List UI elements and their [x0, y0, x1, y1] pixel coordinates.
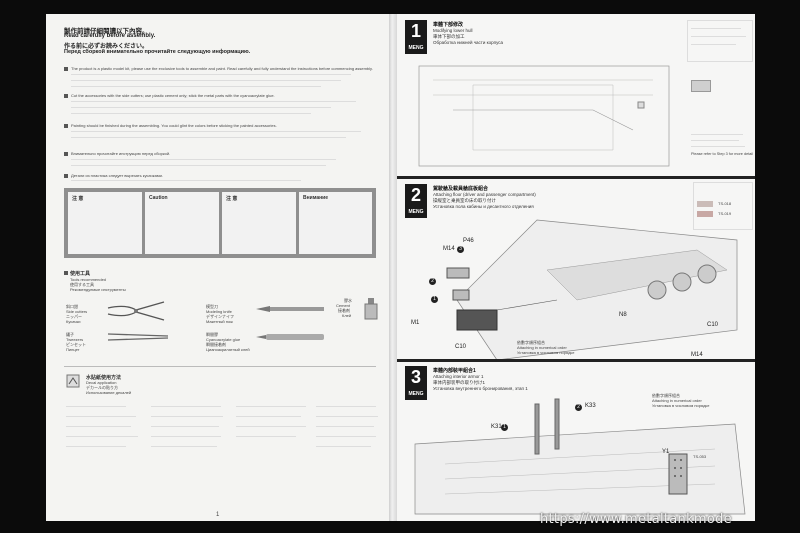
- bullet-icon: [64, 67, 68, 71]
- caution-col-ja: 注 意: [222, 192, 296, 254]
- bullet-icon: [64, 94, 68, 98]
- right-page: 1 MENG 車體下部修改 Modifying lower hull 車体下部の…: [397, 14, 755, 521]
- part-label: C10: [707, 322, 719, 328]
- instruction-item: Внимательно прочитайте инструкцию перед …: [71, 151, 171, 156]
- caution-col-ru: Внимание: [299, 192, 372, 254]
- caution-col-zh: 注 意: [68, 192, 142, 254]
- step-number: 1: [405, 20, 427, 54]
- heading-ja: 作る前に必ずお読みください。: [64, 44, 149, 50]
- ca-glue-icon: [256, 334, 324, 340]
- part-label: K33: [585, 403, 596, 409]
- part-label: M14: [443, 246, 455, 252]
- watermark-url: https://www.metaltankmode: [540, 512, 732, 527]
- order-marker: 2: [575, 404, 582, 411]
- caution-col-en: Caution: [145, 192, 219, 254]
- part-label: P46: [463, 238, 474, 244]
- heading-zh: 製作前請仔細閱讀以下內容。: [64, 28, 149, 35]
- part-thumbnail: [691, 80, 711, 92]
- floor-assembly-drawing: [446, 219, 738, 360]
- left-page: 製作前請仔細閱讀以下內容。 Read carefully before asse…: [46, 14, 389, 521]
- modeling-knife-icon: [256, 306, 324, 312]
- order-marker: 3: [457, 246, 464, 253]
- step-number: 3: [405, 366, 427, 400]
- bullet-icon: [64, 152, 68, 156]
- side-cutters-icon: [107, 301, 165, 321]
- instruction-item: Painting should be finished during the a…: [71, 123, 277, 128]
- part-label: Y1: [662, 449, 670, 455]
- meng-logo: MENG: [408, 45, 424, 51]
- page-number: 1: [216, 512, 220, 518]
- step-number: 2: [405, 184, 427, 218]
- bullet-icon: [64, 124, 68, 128]
- heading-ru: Перед сборкой внимательно прочитайте сле…: [64, 49, 251, 55]
- heading-en: Read carefully before assembly.: [64, 33, 156, 39]
- tweezers-icon: [107, 333, 169, 341]
- cement-bottle-icon: [364, 298, 378, 320]
- part-label: N8: [619, 312, 627, 318]
- part-label: M1: [411, 320, 420, 326]
- instruction-item: Детали из пластика следует вырезать куса…: [71, 173, 163, 178]
- part-label: M14: [691, 352, 703, 358]
- order-marker: 2: [429, 278, 436, 285]
- lower-hull-drawing: [418, 65, 670, 167]
- meng-logo: MENG: [408, 391, 424, 397]
- order-marker: 1: [431, 296, 438, 303]
- tools-icon: [64, 271, 68, 275]
- remove-note: Please refer to Step 3 for more detail: [691, 152, 754, 156]
- color-legend: TS-018 TS-019: [693, 182, 753, 230]
- part-label: K31: [491, 424, 502, 430]
- order-marker: 1: [501, 424, 508, 431]
- instruction-item: The product is a plastic model kit, plea…: [71, 66, 373, 71]
- caution-panel: 注 意 Caution 注 意 Внимание: [64, 188, 376, 258]
- book-gutter: [389, 14, 397, 521]
- meng-logo: MENG: [408, 209, 424, 215]
- part-label: C10: [455, 344, 467, 350]
- decal-icon: [66, 374, 80, 388]
- instruction-item: Cut the accessories with the side cutter…: [71, 93, 275, 98]
- bullet-icon: [64, 174, 68, 178]
- interior-armor-drawing: [414, 398, 746, 515]
